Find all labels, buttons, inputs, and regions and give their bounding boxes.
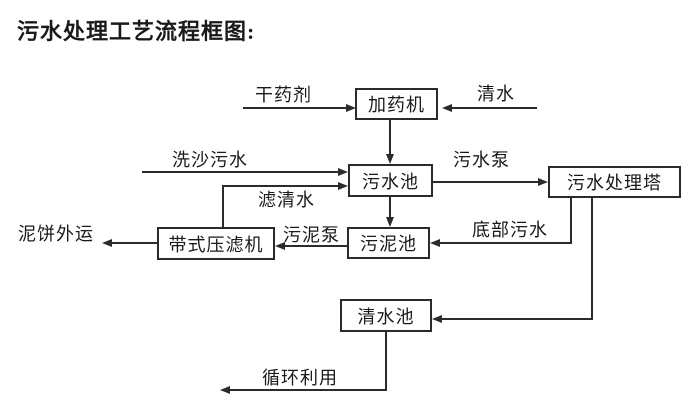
arrowhead-left-icon bbox=[220, 386, 230, 394]
edge-dosing-to-sewage-line bbox=[389, 120, 391, 155]
node-sludge-pool: 污泥池 bbox=[347, 227, 430, 259]
edge-label-clean-water: 清水 bbox=[477, 84, 515, 104]
edge-label-mud-cake-out: 泥饼外运 bbox=[18, 224, 94, 244]
arrowhead-right-icon bbox=[338, 168, 348, 176]
edge-sand-washing-line bbox=[142, 171, 338, 173]
edge-filtered-water-line bbox=[222, 185, 338, 187]
arrowhead-left-icon bbox=[275, 242, 285, 250]
node-sewage-pool: 污水池 bbox=[348, 164, 433, 197]
edge-mud-cake-line bbox=[112, 242, 157, 244]
edge-label-bottom-sewage: 底部污水 bbox=[472, 220, 548, 240]
edge-label-filtered-water: 滤清水 bbox=[258, 190, 315, 210]
edge-label-sewage-pump: 污水泵 bbox=[453, 150, 510, 170]
node-belt-filter-press: 带式压滤机 bbox=[157, 227, 275, 260]
arrowhead-down-icon bbox=[386, 154, 394, 164]
edge-tower-to-clean-line bbox=[442, 318, 593, 320]
arrowhead-right-icon bbox=[338, 182, 348, 190]
edge-label-sludge-pump: 污泥泵 bbox=[283, 225, 340, 245]
arrowhead-right-icon bbox=[346, 104, 356, 112]
edge-dry-chemical-line bbox=[243, 107, 346, 109]
diagram-title: 污水处理工艺流程框图: bbox=[17, 19, 256, 44]
node-treatment-tower: 污水处理塔 bbox=[548, 166, 681, 198]
edge-sewage-pump-line bbox=[433, 181, 538, 183]
node-clean-water-pool: 清水池 bbox=[340, 299, 432, 332]
arrowhead-left-icon bbox=[432, 315, 442, 323]
edge-bottom-sewage-line bbox=[440, 242, 572, 244]
edge-sewage-to-sludge-line bbox=[389, 197, 391, 217]
edge-tower-to-clean-riser bbox=[591, 198, 593, 320]
edge-filtered-water-riser bbox=[222, 186, 224, 228]
arrowhead-left-icon bbox=[442, 104, 452, 112]
edge-sludge-pump-line bbox=[285, 245, 347, 247]
arrowhead-down-icon bbox=[386, 217, 394, 227]
edge-recycle-riser bbox=[385, 332, 387, 390]
edge-bottom-sewage-riser bbox=[570, 198, 572, 243]
edge-label-sand-washing-sewage: 洗沙污水 bbox=[172, 150, 248, 170]
node-dosing-machine: 加药机 bbox=[355, 88, 438, 120]
arrowhead-left-icon bbox=[430, 239, 440, 247]
edge-label-recycle-use: 循环利用 bbox=[262, 368, 338, 388]
arrowhead-left-icon bbox=[102, 239, 112, 247]
edge-recycle-line bbox=[230, 389, 387, 391]
arrowhead-right-icon bbox=[538, 178, 548, 186]
edge-clean-water-line bbox=[452, 107, 537, 109]
edge-label-dry-chemical: 干药剂 bbox=[255, 85, 312, 105]
